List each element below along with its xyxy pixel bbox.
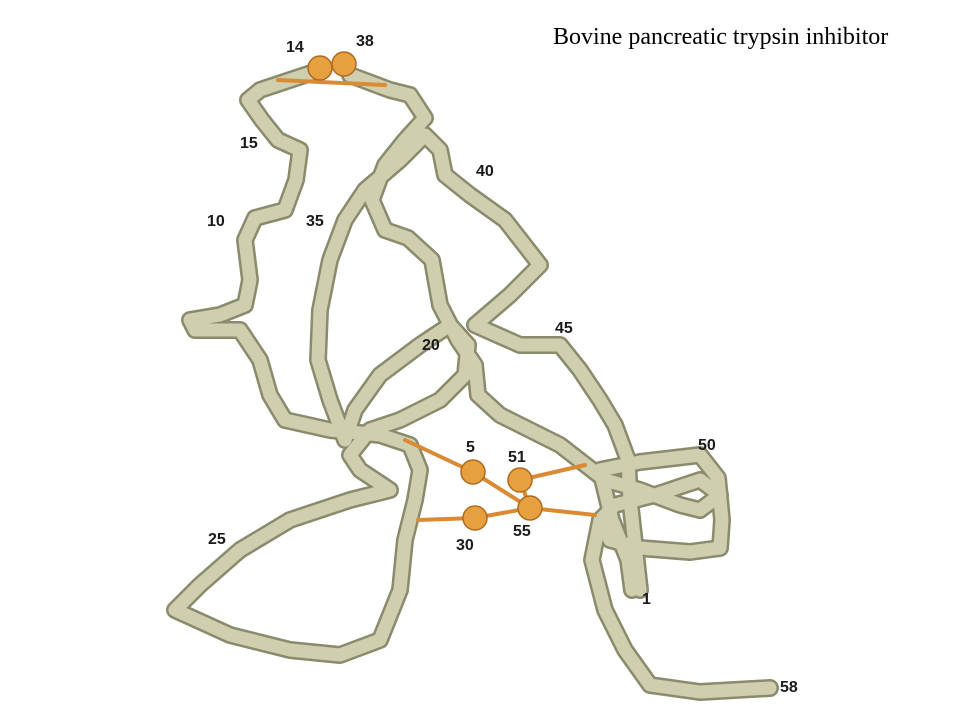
sulfur-atom-51 xyxy=(507,467,533,493)
residue-label: 45 xyxy=(555,320,573,337)
residue-label: 58 xyxy=(780,679,798,696)
ribbon-segment xyxy=(168,63,475,662)
ribbon-segment xyxy=(585,513,777,699)
residue-label: 38 xyxy=(356,33,374,50)
residue-label: 40 xyxy=(476,163,494,180)
residue-label: 5 xyxy=(466,439,475,456)
residue-label: 51 xyxy=(508,449,526,466)
residue-label: 15 xyxy=(240,135,258,152)
sulfur-atom-55 xyxy=(517,495,543,521)
residue-label: 50 xyxy=(698,437,716,454)
residue-label: 25 xyxy=(208,531,226,548)
sulfur-atom-30 xyxy=(462,505,488,531)
residue-label: 30 xyxy=(456,537,474,554)
ribbon-segment xyxy=(311,128,647,597)
sulfur-atom-5 xyxy=(460,459,486,485)
ribbon-segment xyxy=(343,68,612,487)
residue-label: 55 xyxy=(513,523,531,540)
ribbon-surface xyxy=(168,63,777,699)
sulfur-atom-38 xyxy=(331,51,357,77)
residue-label: 14 xyxy=(286,39,304,56)
sulfur-atom-14 xyxy=(307,55,333,81)
figure-title: Bovine pancreatic trypsin inhibitor xyxy=(553,24,889,50)
residue-labels: 14 38 15 40 10 35 45 20 50 5 51 55 30 25… xyxy=(207,33,798,696)
residue-label: 10 xyxy=(207,213,225,230)
residue-label: 1 xyxy=(642,591,651,608)
sulfur-atoms xyxy=(307,51,543,531)
residue-label: 35 xyxy=(306,213,324,230)
bond-14-38 xyxy=(276,78,387,87)
residue-label: 20 xyxy=(422,337,440,354)
